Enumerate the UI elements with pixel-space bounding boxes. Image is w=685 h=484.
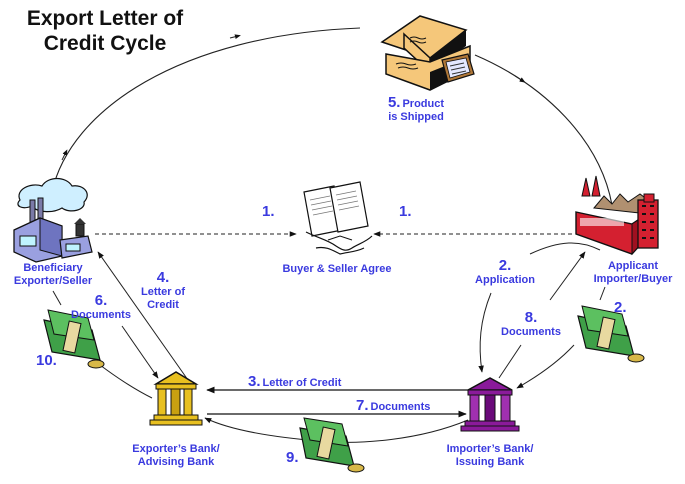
step-7-number: 7. <box>356 397 369 414</box>
connector-exporter-label <box>52 290 62 306</box>
arrow-shipment-arc-left-head2 <box>229 34 241 40</box>
importer-label: Applicant Importer/Buyer <box>588 260 678 286</box>
step-5-label-line1: Product <box>402 98 445 110</box>
step-6-number: 6. <box>94 292 108 309</box>
step-3-label: Letter of Credit <box>262 377 342 389</box>
money-stack-icon-importer <box>577 305 645 363</box>
exporter-label: Beneficiary Exporter/Seller <box>8 262 98 288</box>
arrow-shipment-arc-left <box>51 27 361 193</box>
arrow-shipment-arc-left-head1 <box>61 149 68 161</box>
arrow-2-application <box>529 242 601 255</box>
exporter-bank-label-line2: Advising Bank <box>137 456 215 468</box>
title-line-2: Credit Cycle <box>43 32 167 55</box>
connector-importer-to-money <box>599 286 606 301</box>
step-2-application-label: Application <box>475 274 535 286</box>
importer-factory-icon <box>575 175 659 256</box>
title-line-1: Export Letter of <box>26 7 184 30</box>
step-4-label-line2: Credit <box>147 299 179 311</box>
step-5-product-shipped: 5.Product is Shipped <box>380 94 452 124</box>
step-7-label: Documents <box>370 401 431 413</box>
shipping-boxes-icon <box>380 15 475 91</box>
arrow-10-payment <box>99 364 153 399</box>
arrow-shipment-arc-right <box>474 54 613 206</box>
step-2-application-number: 2. <box>498 257 512 274</box>
step-7-documents: 7.Documents <box>356 397 431 414</box>
importer-bank-label-line1: Importer’s Bank/ <box>446 443 534 455</box>
importer-label-line1: Applicant <box>607 260 659 272</box>
step-4-label-line1: Letter of <box>141 286 185 298</box>
step-1-right-number: 1. <box>399 203 412 220</box>
step-3-number: 3. <box>248 373 261 390</box>
exporter-factory-icon <box>13 177 93 263</box>
step-4-letter-of-credit: 4. Letter of Credit <box>138 270 188 312</box>
exporter-bank-icon <box>149 371 203 426</box>
importer-bank-label-line2: Issuing Bank <box>455 456 525 468</box>
importer-label-line2: Importer/Buyer <box>593 273 673 285</box>
agreement-label: Buyer & Seller Agree <box>282 263 392 275</box>
step-4-number: 4. <box>156 269 170 286</box>
arrow-4-letter-of-credit <box>97 251 189 381</box>
arrow-6-documents <box>121 325 159 379</box>
step-2-application: 2. Application <box>470 258 540 287</box>
step-10-number: 10. <box>36 352 57 369</box>
step-8-documents: 8. Documents <box>498 310 564 339</box>
exporter-bank-label-line1: Exporter’s Bank/ <box>132 443 220 455</box>
diagram-title: Export Letter of Credit Cycle <box>10 6 200 56</box>
arrow-shipment-arc-right-head <box>514 75 526 83</box>
importer-bank-icon <box>460 377 520 432</box>
exporter-label-line1: Beneficiary <box>23 262 83 274</box>
money-stack-icon-bottom <box>299 417 365 473</box>
money-stack-icon-exporter <box>43 309 105 369</box>
step-2-payment-number: 2. <box>614 299 627 316</box>
exporter-label-line2: Exporter/Seller <box>13 275 93 287</box>
handshake-contract-icon <box>303 181 373 255</box>
step-1-left-number: 1. <box>262 203 275 220</box>
step-6-documents: 6. Documents <box>68 293 134 322</box>
step-8-number: 8. <box>524 309 538 326</box>
step-3-letter-of-credit: 3.Letter of Credit <box>248 373 342 390</box>
step-8-label: Documents <box>501 326 561 338</box>
step-6-label: Documents <box>71 309 131 321</box>
exporter-bank-label: Exporter’s Bank/ Advising Bank <box>126 443 226 469</box>
importer-bank-label: Importer’s Bank/ Issuing Bank <box>440 443 540 469</box>
step-5-number: 5. <box>387 94 401 111</box>
arrow-8-documents-up <box>549 251 586 301</box>
step-9-number: 9. <box>286 449 299 466</box>
arrow-2-payment <box>516 344 575 389</box>
arrow-8-documents-down <box>498 344 522 379</box>
step-5-label-line2: is Shipped <box>388 111 444 123</box>
arrow-2-application-down <box>478 292 492 373</box>
